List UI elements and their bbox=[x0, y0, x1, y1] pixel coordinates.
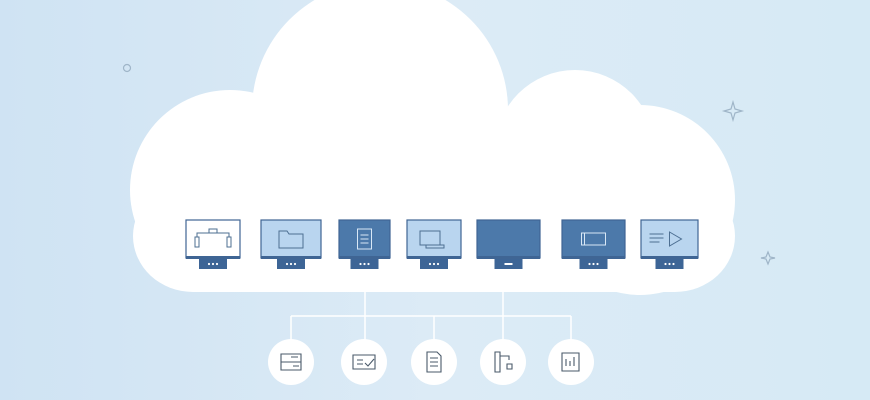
dot bbox=[588, 262, 591, 266]
monitor-bezel bbox=[407, 256, 461, 259]
monitor-bezel bbox=[562, 256, 625, 259]
camera-icon bbox=[581, 232, 606, 246]
dot bbox=[672, 262, 675, 266]
stand-bar bbox=[504, 263, 513, 265]
dot bbox=[596, 262, 599, 266]
dot bbox=[367, 262, 370, 266]
node-document[interactable] bbox=[411, 339, 457, 385]
workflow-icon bbox=[494, 351, 513, 373]
node-approved-message[interactable] bbox=[341, 339, 387, 385]
connector-lines bbox=[290, 292, 572, 340]
monitor-bezel bbox=[477, 256, 540, 259]
monitor-document-chart[interactable] bbox=[338, 219, 391, 269]
monitor-bezel bbox=[186, 256, 240, 259]
monitor-screen bbox=[561, 219, 626, 259]
sparkle-icon bbox=[122, 63, 776, 266]
dot bbox=[359, 262, 362, 266]
monitor-folder[interactable] bbox=[260, 219, 322, 269]
dot bbox=[289, 262, 293, 266]
monitor-screen bbox=[476, 219, 541, 259]
play-list-icon bbox=[649, 231, 683, 247]
node-form[interactable] bbox=[268, 339, 314, 385]
dot bbox=[428, 262, 432, 266]
document-icon bbox=[426, 351, 442, 373]
monitor-bezel bbox=[261, 256, 321, 259]
laptop-icon bbox=[419, 230, 445, 249]
monitor-play-list[interactable] bbox=[640, 219, 699, 269]
form-icon bbox=[280, 353, 302, 371]
monitor-laptop[interactable] bbox=[406, 219, 462, 269]
dot bbox=[207, 262, 211, 266]
node-circle bbox=[480, 339, 526, 385]
bar-chart-icon bbox=[561, 352, 580, 372]
flow-diagram-icon bbox=[194, 228, 232, 248]
dot bbox=[211, 262, 215, 266]
dot bbox=[664, 262, 667, 266]
dot bbox=[592, 262, 595, 266]
dot bbox=[668, 262, 671, 266]
node-bar-chart[interactable] bbox=[548, 339, 594, 385]
monitor-flow-diagram[interactable] bbox=[185, 219, 241, 269]
dot bbox=[285, 262, 289, 266]
approved-message-icon bbox=[352, 354, 376, 370]
node-workflow[interactable] bbox=[480, 339, 526, 385]
monitor-bezel bbox=[641, 256, 698, 259]
monitor-bezel bbox=[339, 256, 390, 259]
dot bbox=[436, 262, 440, 266]
monitor-camera[interactable] bbox=[561, 219, 626, 269]
document-chart-icon bbox=[357, 228, 372, 250]
dot bbox=[363, 262, 366, 266]
monitor-blank-screen[interactable] bbox=[476, 219, 541, 269]
dot bbox=[215, 262, 219, 266]
monitor-screen bbox=[406, 219, 462, 259]
node-circle bbox=[341, 339, 387, 385]
dot bbox=[432, 262, 436, 266]
monitor-screen bbox=[185, 219, 241, 259]
monitor-screen bbox=[260, 219, 322, 259]
dot bbox=[293, 262, 297, 266]
monitor-screen bbox=[338, 219, 391, 259]
node-circle bbox=[548, 339, 594, 385]
folder-icon bbox=[278, 230, 304, 249]
